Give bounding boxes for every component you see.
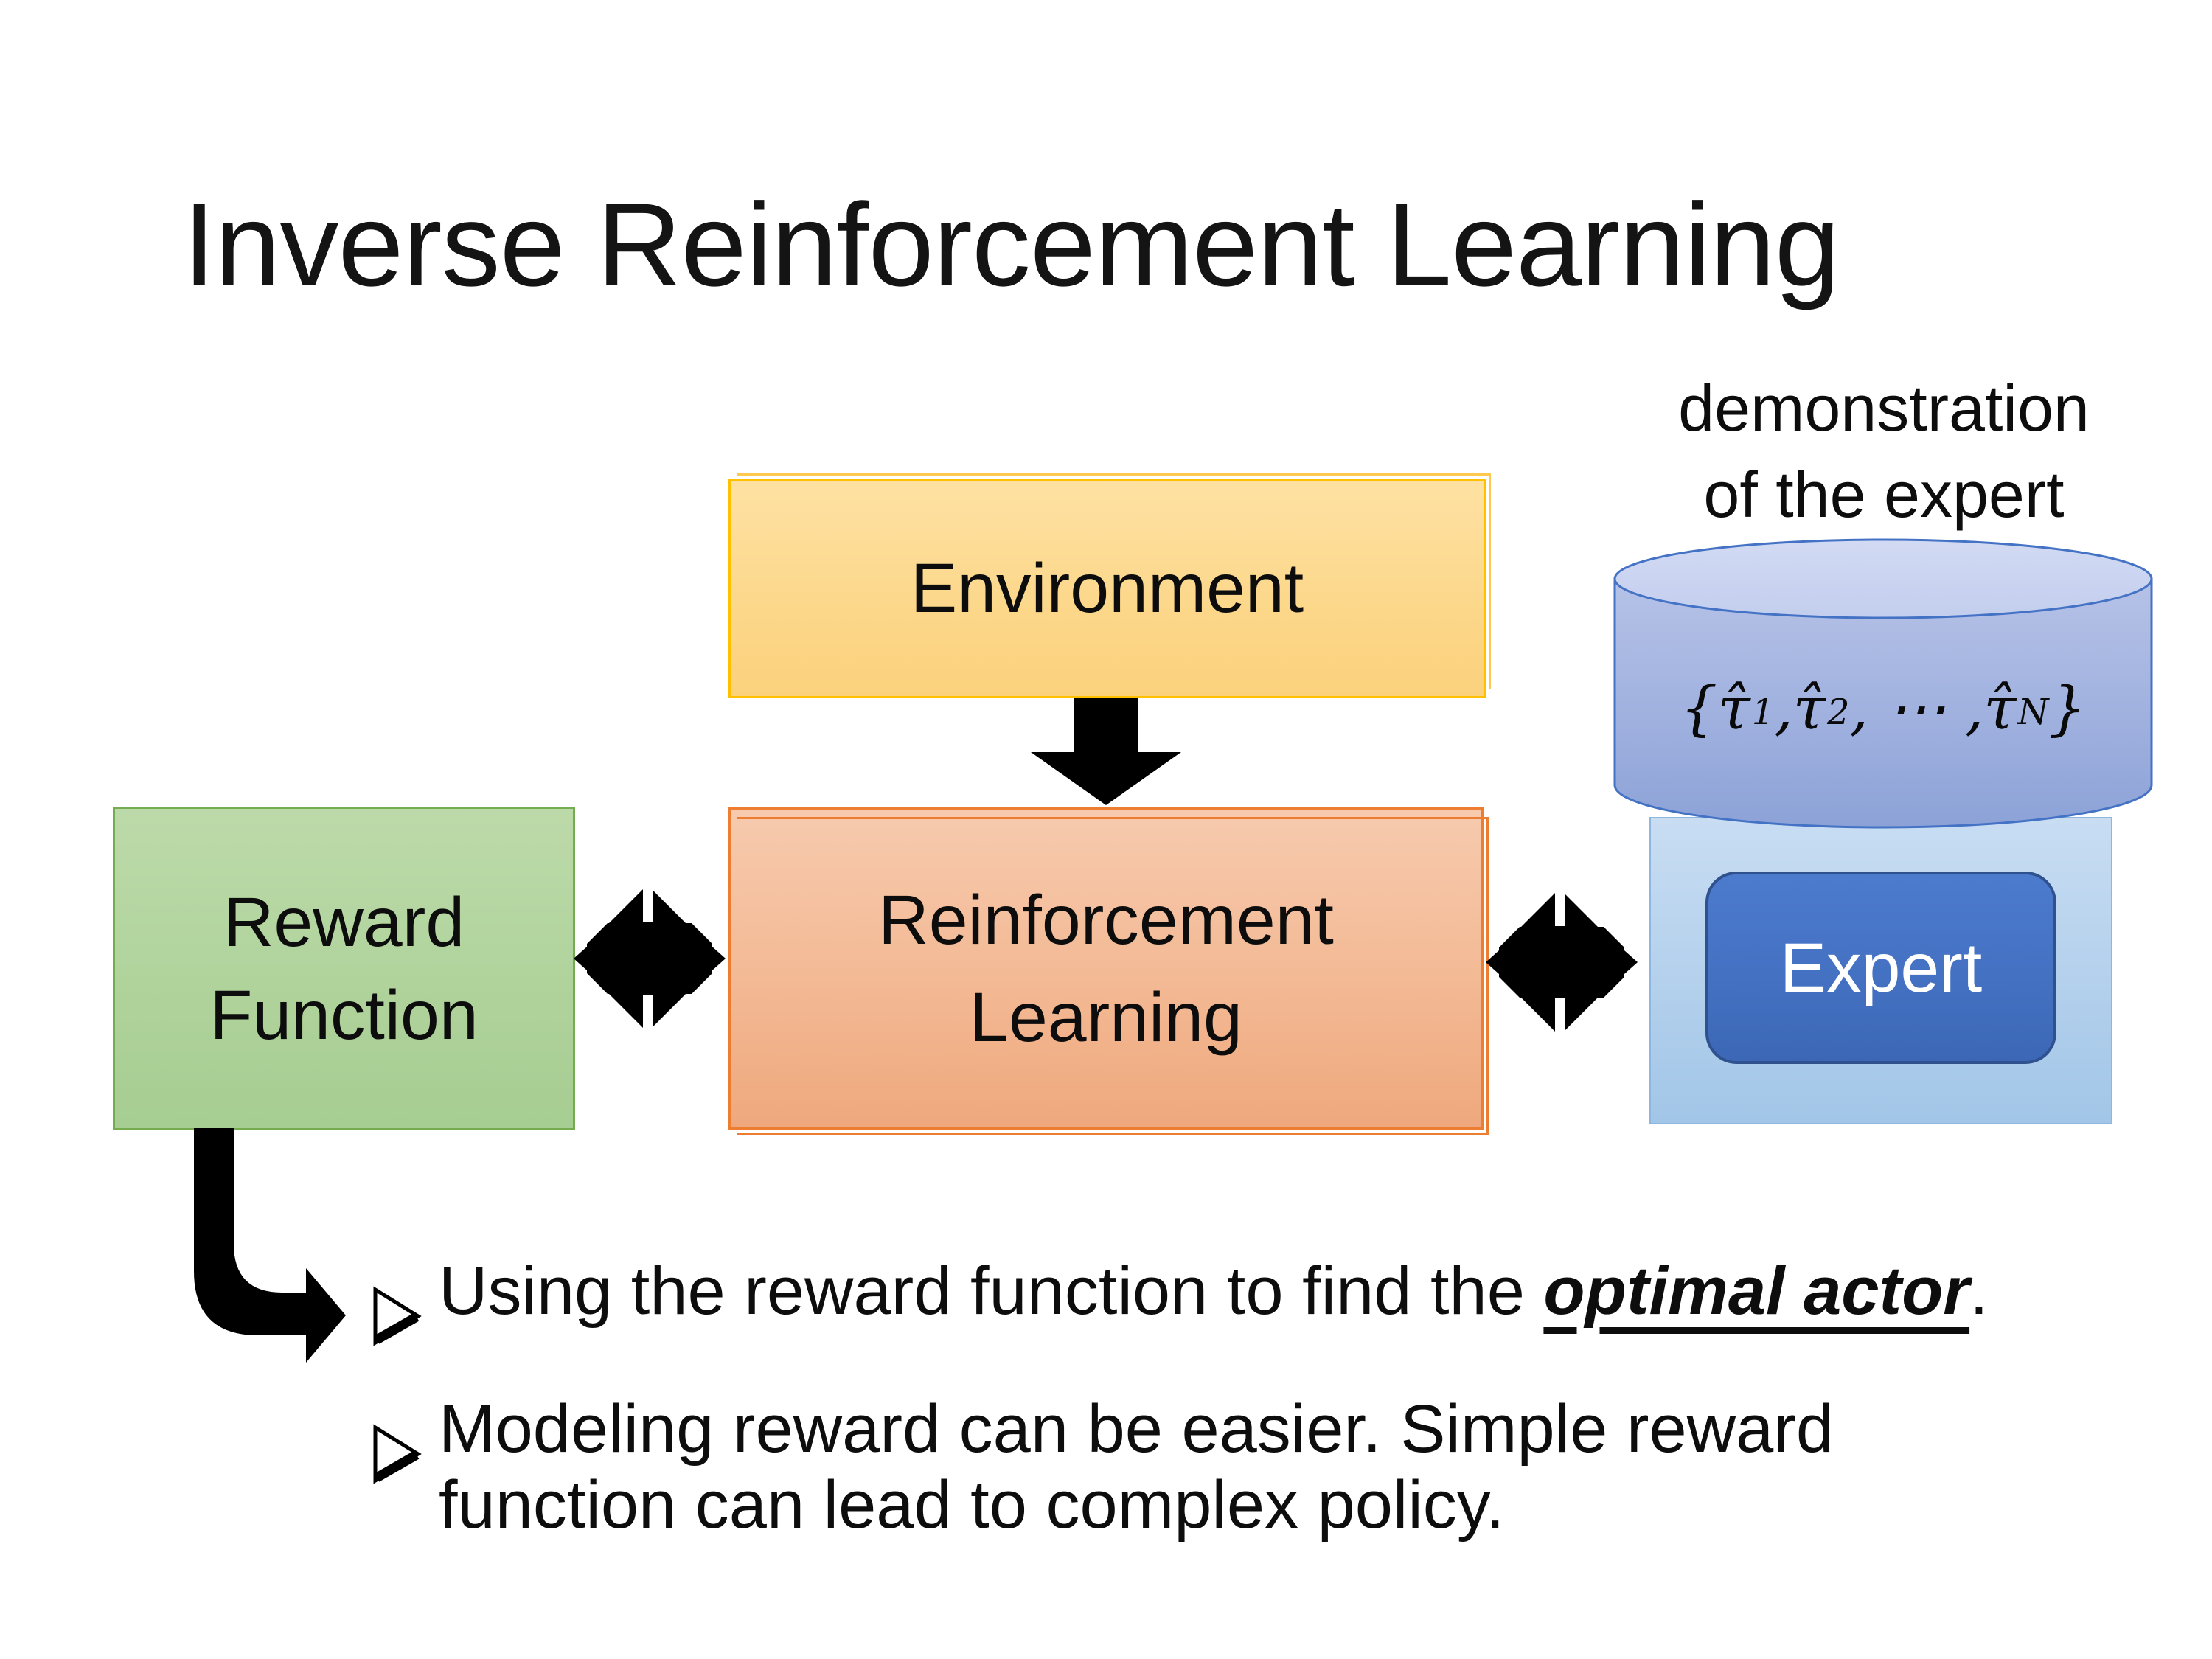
demonstration-label-line1: demonstration: [1678, 372, 2090, 445]
expert-box: Expert: [1705, 872, 2056, 1064]
formula-close-brace: }: [2048, 673, 2087, 742]
down-arrow-icon: [1031, 698, 1181, 805]
bullet-item-optimal-actor: Using the reward function to find the op…: [372, 1253, 1989, 1347]
demonstration-label-line2: of the expert: [1703, 458, 2065, 531]
bullet1-emphasis: optimal actor: [1543, 1253, 1970, 1329]
elbow-right-arrow-icon: [194, 1128, 346, 1363]
formula-comma: ,: [1774, 673, 1793, 742]
bullet1-prefix: Using the reward function to find the: [439, 1253, 1544, 1329]
double-headed-exchange-arrow-icon-left: [574, 885, 726, 1032]
bullet-text-optimal-actor: Using the reward function to find the op…: [439, 1253, 1989, 1347]
formula-open-brace: {: [1680, 673, 1718, 742]
double-headed-exchange-arrow-icon-right: [1486, 888, 1638, 1036]
bullet-text-modeling-reward: Modeling reward can be easier. Simple re…: [439, 1391, 1834, 1543]
reward-function-box: Reward Function: [113, 807, 575, 1130]
environment-box-label: Environment: [910, 549, 1304, 627]
formula-tau2: τ̂: [1792, 673, 1826, 742]
bullet1-suffix: .: [1969, 1253, 1989, 1329]
formula-tau1: τ̂: [1717, 673, 1750, 742]
reinforcement-learning-label-line1: Reinforcement: [878, 880, 1334, 959]
environment-box: Environment: [728, 473, 1491, 698]
trajectory-set-formula: {τ̂1, τ̂2, ⋯ , τ̂N}: [1680, 673, 2087, 742]
formula-dots: , ⋯ ,: [1849, 673, 1984, 742]
reinforcement-learning-box: Reinforcement Learning: [728, 807, 1489, 1135]
reinforcement-learning-label-line2: Learning: [970, 978, 1242, 1057]
expert-box-label: Expert: [1779, 928, 1983, 1007]
formula-tauN: τ̂: [1983, 673, 2017, 742]
demonstration-label: demonstration of the expert: [1552, 365, 2212, 538]
reward-function-label-line1: Reward: [223, 883, 465, 961]
reward-function-label-line2: Function: [209, 975, 479, 1054]
bullet2-line1: Modeling reward can be easier. Simple re…: [439, 1391, 1834, 1467]
bullet2-line2: function can lead to complex policy.: [439, 1467, 1505, 1543]
bullet-item-modeling-reward: Modeling reward can be easier. Simple re…: [372, 1391, 1834, 1543]
arrowhead-bullet-icon: [373, 1424, 422, 1484]
arrowhead-bullet-icon: [373, 1286, 422, 1346]
slide-title: Inverse Reinforcement Learning: [183, 178, 1840, 310]
database-cylinder-icon: [1613, 538, 2153, 829]
